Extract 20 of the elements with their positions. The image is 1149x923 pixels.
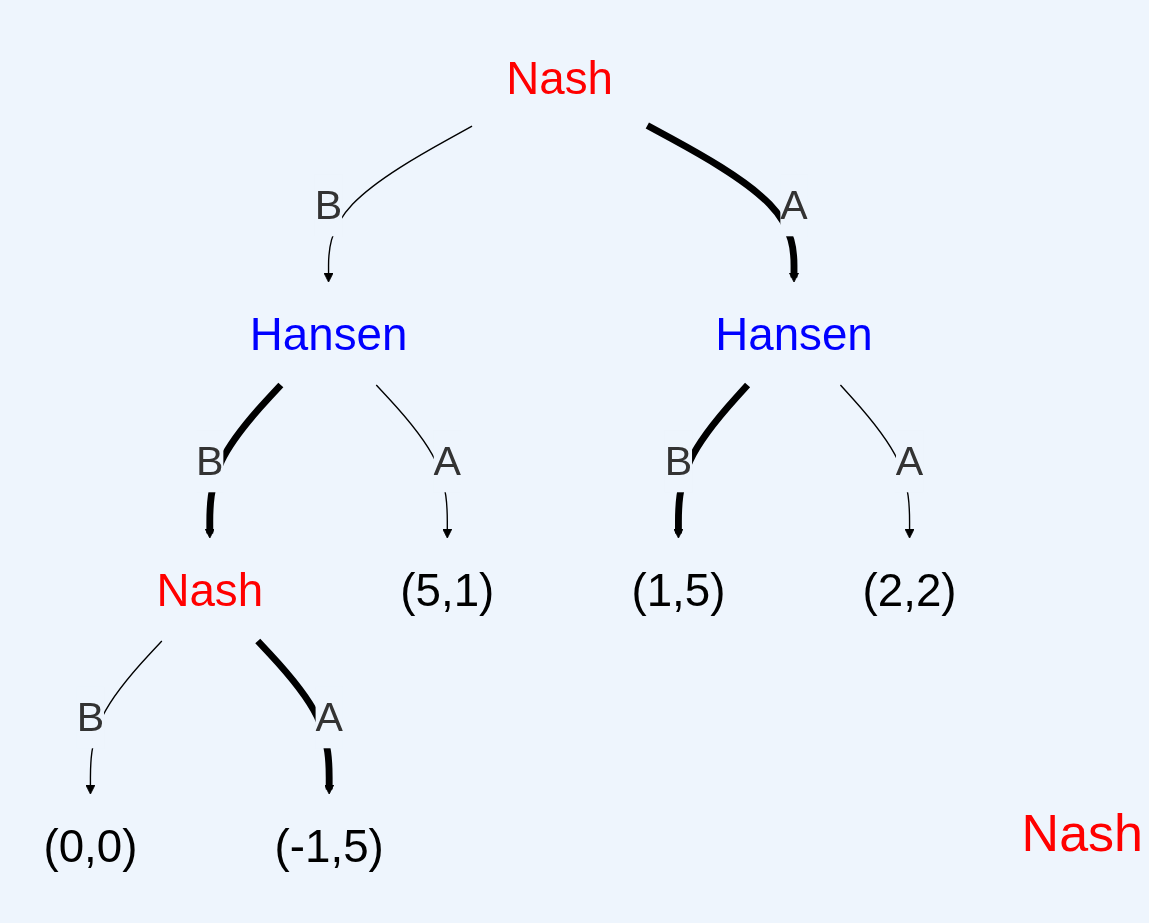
edge-label: B [314, 181, 343, 229]
edge-label: B [196, 437, 224, 485]
node-text: Nash [156, 564, 264, 615]
node-text: (5,1) [400, 564, 495, 615]
node-text: (1,5) [631, 564, 726, 615]
edge-label: B [664, 437, 693, 485]
node-text: Hansen [715, 308, 873, 359]
node-text: (2,2) [862, 564, 957, 615]
node-text: (-1,5) [274, 820, 384, 871]
edge-label: A [780, 181, 808, 229]
player-label: Nash [1021, 803, 1143, 863]
node-text: (0,0) [43, 820, 138, 871]
node-text: Nash [506, 52, 614, 103]
node-text: Hansen [249, 308, 408, 359]
edge-label: A [895, 437, 924, 485]
arrow [323, 125, 473, 283]
arrow [645, 122, 800, 283]
edge-label: B [76, 693, 105, 741]
edge-label: A [433, 437, 462, 485]
edge-label: A [315, 693, 343, 741]
